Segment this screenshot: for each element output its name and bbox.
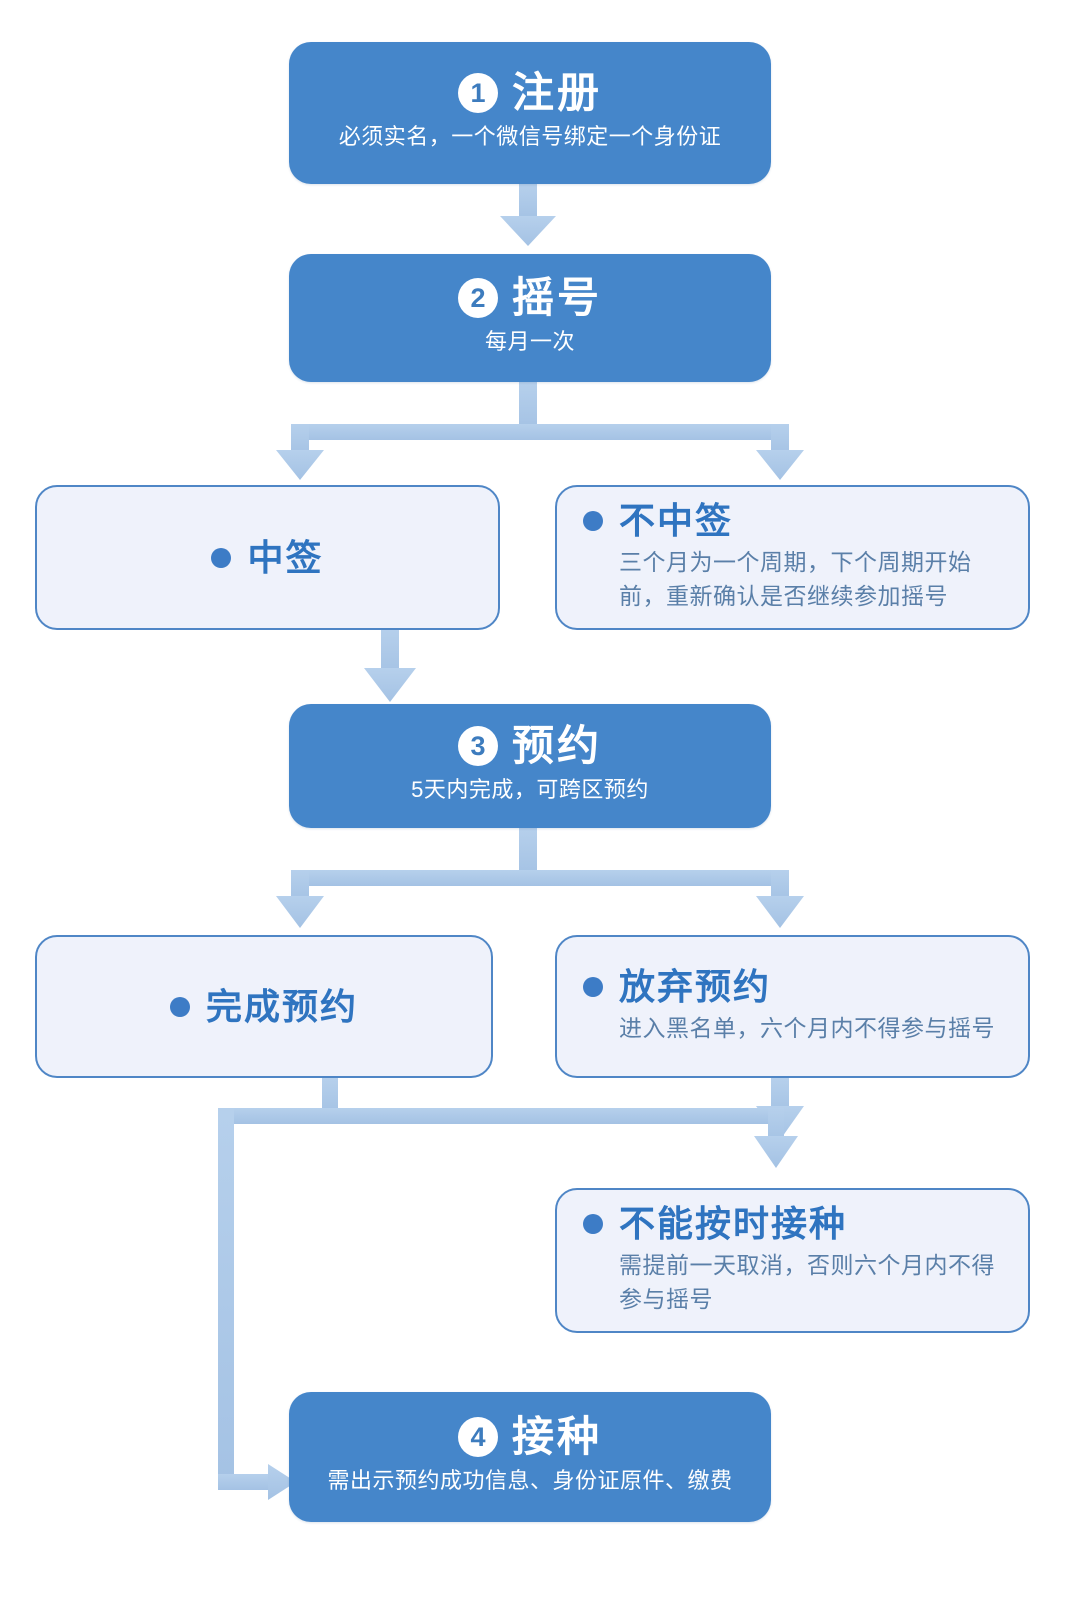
connector-lottery-fork [276, 382, 804, 480]
step-box-lottery[interactable]: 2 摇号 每月一次 [289, 254, 771, 382]
outcome-box-selected[interactable]: 中签 [35, 485, 500, 630]
bullet-dot-icon [583, 511, 603, 531]
bullet-dot-icon [583, 1214, 603, 1234]
step-title-booking: 预约 [511, 721, 602, 769]
outcome-title-missed-appointment: 不能按时接种 [619, 1203, 848, 1245]
outcome-title-giveup: 放弃预约 [619, 966, 772, 1008]
bullet-dot-icon [583, 977, 603, 998]
connector-giveup-to-missed [756, 1078, 804, 1140]
step-subtitle-vaccination: 需出示预约成功信息、身份证原件、缴费 [327, 1467, 733, 1493]
step-subtitle-lottery: 每月一次 [484, 328, 575, 354]
step-title-lottery: 摇号 [511, 273, 602, 321]
outcome-header-missed-appointment: 不能按时接种 [583, 1204, 847, 1244]
step-subtitle-booking: 5天内完成，可跨区预约 [411, 776, 649, 802]
outcome-body-giveup: 进入黑名单，六个月内不得参与摇号 [619, 1015, 995, 1042]
step-title-register: 注册 [511, 68, 602, 116]
outcome-body-not-selected: 三个月为一个周期，下个周期开始前，重新确认是否继续参加摇号 [619, 548, 972, 610]
connector-register-to-lottery [500, 184, 556, 246]
step-header-booking: 3 预约 [457, 721, 602, 769]
step-badge-2: 2 [457, 277, 498, 318]
bullet-dot-icon [211, 547, 232, 568]
step-box-vaccination[interactable]: 4 接种 需出示预约成功信息、身份证原件、缴费 [289, 1392, 771, 1522]
outcome-header-completed: 完成预约 [169, 985, 358, 1027]
bullet-dot-icon [169, 996, 190, 1017]
step-badge-1: 1 [457, 72, 498, 113]
step-box-register[interactable]: 1 注册 必须实名，一个微信号绑定一个身份证 [289, 42, 771, 184]
step-header-lottery: 2 摇号 [457, 273, 602, 321]
step-badge-3: 3 [457, 725, 498, 766]
outcome-box-giveup[interactable]: 放弃预约 进入黑名单，六个月内不得参与摇号 [555, 935, 1030, 1078]
outcome-title-completed: 完成预约 [205, 985, 358, 1027]
step-badge-4: 4 [457, 1416, 498, 1457]
connector-selected-to-booking [364, 628, 416, 702]
outcome-header-selected: 中签 [211, 538, 323, 578]
step-box-booking[interactable]: 3 预约 5天内完成，可跨区预约 [289, 704, 771, 828]
outcome-title-selected: 中签 [247, 536, 324, 578]
step-title-vaccination: 接种 [511, 1412, 602, 1460]
step-header-vaccination: 4 接种 [457, 1412, 602, 1460]
outcome-box-missed-appointment[interactable]: 不能按时接种 需提前一天取消，否则六个月内不得参与摇号 [555, 1188, 1030, 1333]
outcome-header-giveup: 放弃预约 [583, 967, 771, 1007]
outcome-body-missed-appointment: 需提前一天取消，否则六个月内不得参与摇号 [619, 1251, 995, 1313]
outcome-header-not-selected: 不中签 [583, 501, 733, 541]
outcome-box-not-selected[interactable]: 不中签 三个月为一个周期，下个周期开始前，重新确认是否继续参加摇号 [555, 485, 1030, 630]
step-header-register: 1 注册 [457, 68, 602, 116]
outcome-box-completed[interactable]: 完成预约 [35, 935, 493, 1078]
connector-completed-to-vaccination [218, 1108, 296, 1500]
outcome-title-not-selected: 不中签 [619, 500, 734, 542]
connector-completed-branch [218, 1078, 798, 1168]
connector-booking-fork [276, 828, 804, 928]
step-subtitle-register: 必须实名，一个微信号绑定一个身份证 [338, 123, 722, 149]
